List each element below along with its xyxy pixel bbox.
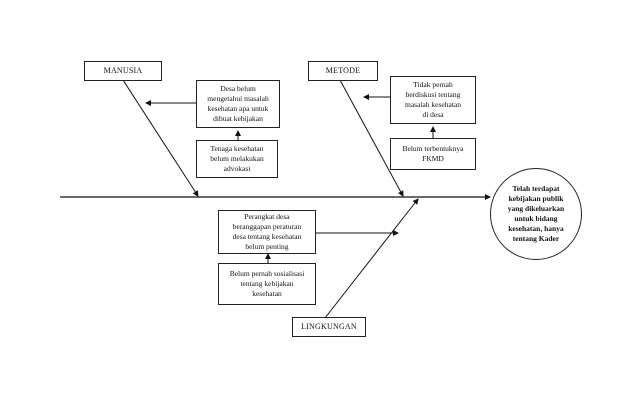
cause-lingkungan-2: Belum pernah sosialisasi tentang kebijak… — [218, 263, 316, 305]
category-manusia: MANUSIA — [84, 61, 162, 81]
bone-lingkungan — [324, 198, 419, 319]
category-metode: METODE — [308, 61, 378, 81]
bone-manusia — [122, 79, 199, 197]
cause-manusia-1: Desa belum mengetahui masalah kesehatan … — [196, 80, 280, 128]
cause-metode-1: Tidak pernah berdiskusi tentang masalah … — [390, 76, 476, 124]
cause-metode-2: Belum terbentuknya FKMD — [390, 138, 476, 170]
effect-ellipse: Telah terdapat kebijakan publik yang dik… — [490, 168, 582, 260]
category-lingkungan: LINGKUNGAN — [292, 317, 366, 337]
bone-metode — [339, 79, 404, 197]
cause-lingkungan-1: Perangkat desa beranggapan peraturan des… — [218, 210, 316, 254]
cause-manusia-2: Tenaga kesehatan belum melakukan advokas… — [196, 140, 278, 178]
